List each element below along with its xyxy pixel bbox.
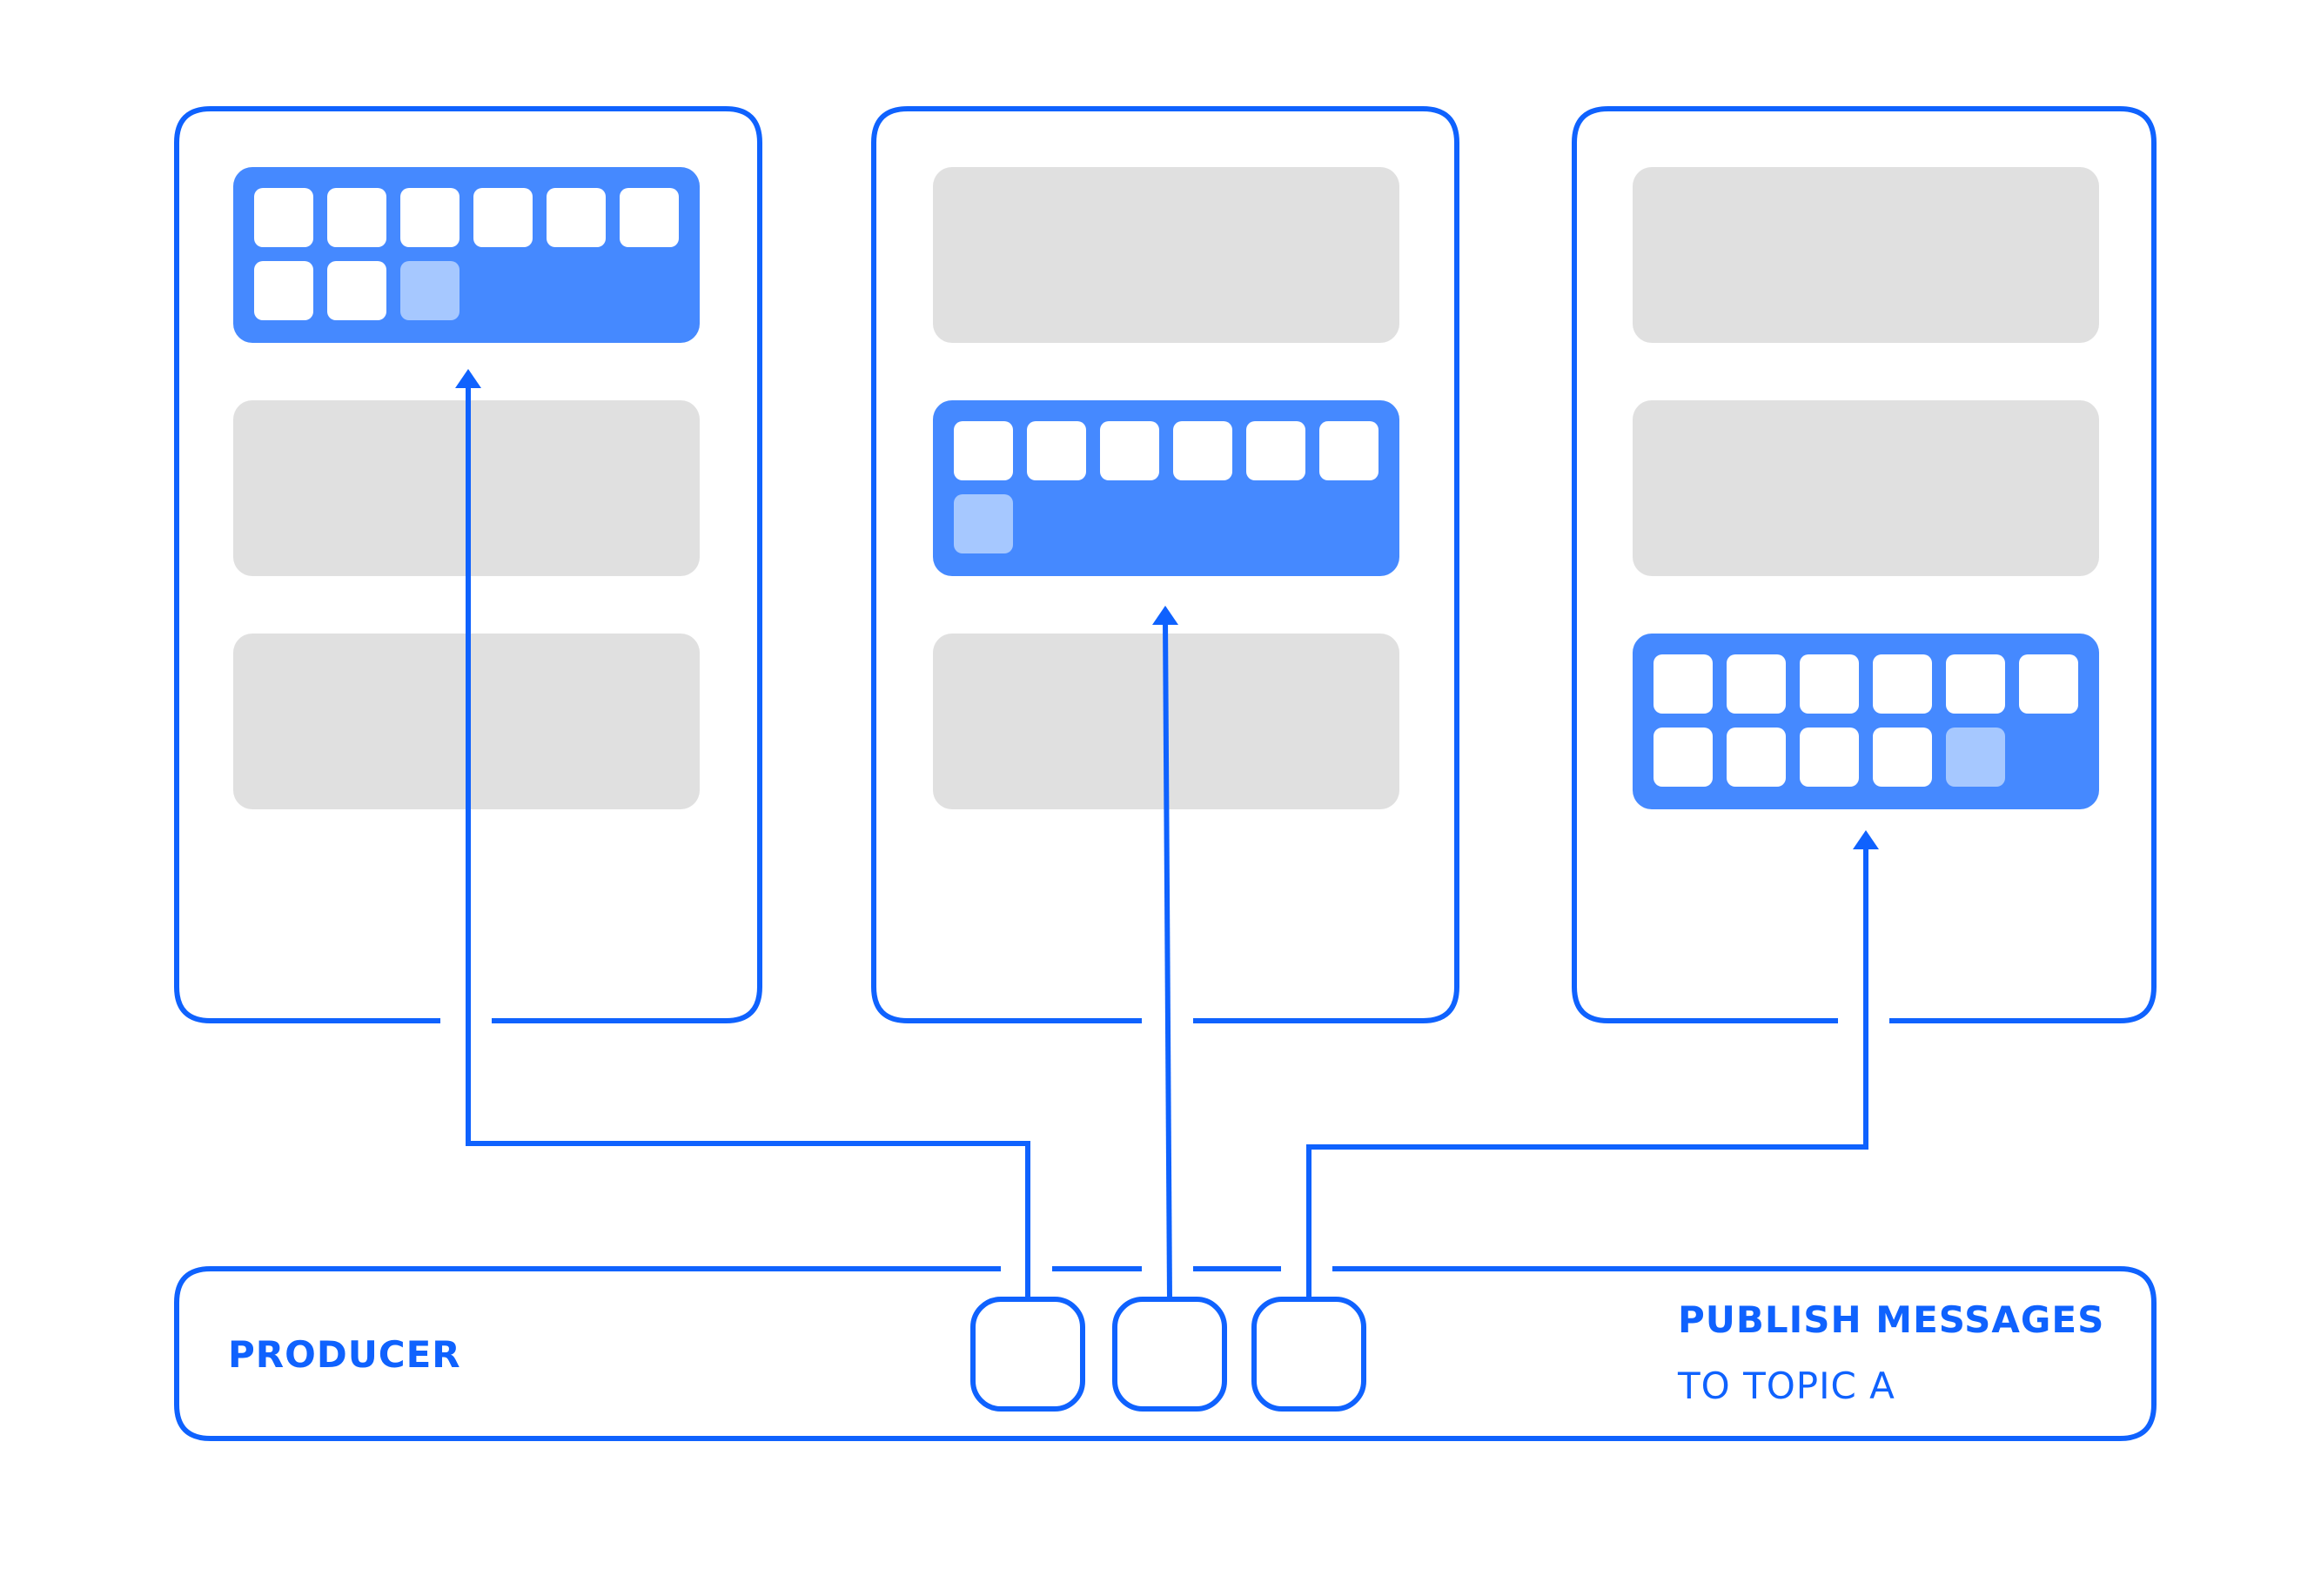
message-slot: [1654, 728, 1713, 787]
arrowhead-icon: [1152, 606, 1178, 625]
message-slot: [2019, 654, 2078, 714]
message-slot: [1319, 421, 1379, 480]
broker-3-frame: [1572, 106, 2157, 1023]
message-slot: [400, 188, 460, 247]
broker-1-frame: [174, 106, 762, 1023]
broker-3-partitions: [1633, 167, 2099, 809]
producer-title: PUBLISH MESSAGES: [1678, 1298, 2104, 1341]
route-to-broker-2: [1163, 619, 1172, 1300]
message-new: [1946, 728, 2005, 787]
message-slot: [1027, 421, 1086, 480]
producer-box: PRODUCER PUBLISH MESSAGES TO TOPIC A: [174, 1266, 2157, 1441]
broker-2-frame: [871, 106, 1459, 1023]
route-to-broker-3: [1306, 844, 1868, 1299]
message-slot: [473, 188, 533, 247]
message-slot: [1654, 654, 1713, 714]
producer-frame: [174, 1266, 2157, 1441]
partition-1-idle: [933, 167, 1399, 343]
message-slot: [1727, 728, 1786, 787]
message-slot: [547, 188, 606, 247]
arrowhead-icon: [1853, 830, 1879, 849]
message-slot: [1946, 654, 2005, 714]
message-new: [400, 261, 460, 320]
message-slot: [1246, 421, 1305, 480]
broker-1: [174, 106, 762, 1023]
message-new: [954, 494, 1013, 553]
message-slot: [1873, 654, 1932, 714]
message-slot: [954, 421, 1013, 480]
broker-3: [1572, 106, 2157, 1023]
message-slot: [1873, 728, 1932, 787]
message-slot: [254, 261, 313, 320]
broker-1-partitions: [233, 167, 700, 809]
outgoing-message-1: [970, 1297, 1085, 1412]
message-slot: [1800, 654, 1859, 714]
message-slot: [327, 188, 386, 247]
partition-2-idle: [1633, 400, 2099, 576]
arrowhead-icon: [455, 369, 481, 388]
producer-subtitle: TO TOPIC A: [1677, 1365, 1895, 1407]
routing-arrows: [455, 369, 1879, 1300]
message-slot: [1100, 421, 1159, 480]
message-slot: [1173, 421, 1232, 480]
route-to-broker-1: [466, 383, 1030, 1299]
message-slot: [254, 188, 313, 247]
producer-label: PRODUCER: [228, 1333, 461, 1376]
message-slot: [327, 261, 386, 320]
message-slot: [620, 188, 679, 247]
message-slot: [1727, 654, 1786, 714]
message-slot: [1800, 728, 1859, 787]
outgoing-message-3: [1251, 1297, 1366, 1412]
outgoing-message-2: [1112, 1297, 1227, 1412]
outgoing-messages: [970, 1297, 1366, 1412]
partition-1-idle: [1633, 167, 2099, 343]
